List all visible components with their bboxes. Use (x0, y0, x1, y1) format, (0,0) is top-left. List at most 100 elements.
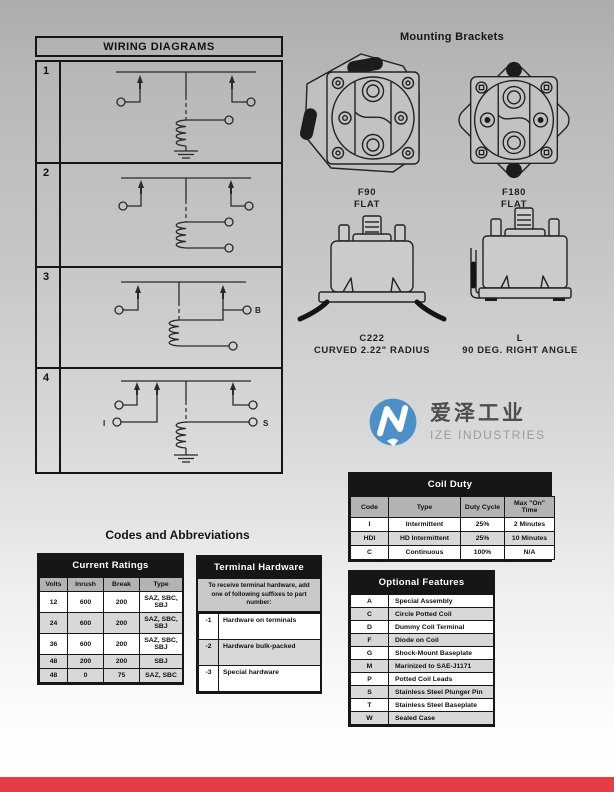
table-cell: 0 (67, 668, 104, 683)
bracket-label-c222: C222 CURVED 2.22" RADIUS (314, 333, 430, 358)
column-header: Inrush (67, 577, 104, 592)
wiring-diagrams-header: WIRING DIAGRAMS (35, 36, 283, 57)
column-header: Break (103, 577, 140, 592)
table-cell: Stainless Steel Plunger Pin (388, 685, 494, 699)
table-cell: N/A (504, 545, 555, 560)
table-cell: P (350, 672, 389, 686)
table-cell: Shock-Mount Baseplate (388, 646, 494, 660)
wiring-diagrams-table: 1 (35, 60, 283, 474)
table-cell: Special Assembly (388, 594, 494, 608)
table-cell: 200 (103, 591, 140, 613)
terminal-hardware-note: To receive terminal hardware, add one of… (198, 579, 320, 613)
table-cell: Special hardware (218, 664, 321, 692)
wiring-row-number: 3 (37, 268, 61, 367)
table-cell: -1 (198, 612, 219, 640)
current-ratings-title: Current Ratings (39, 555, 182, 577)
table-cell: 25% (460, 531, 505, 546)
l-bracket-drawing (470, 207, 572, 301)
table-cell: C (350, 607, 389, 621)
table-cell: Marinized to SAE-J1171 (388, 659, 494, 673)
column-header: Duty Cycle (460, 496, 505, 518)
table-cell: 200 (103, 654, 140, 669)
terminal-hardware-table: Terminal Hardware To receive terminal ha… (196, 555, 322, 694)
terminal-label-b: B (255, 306, 261, 315)
bracket-desc: 90 DEG. RIGHT ANGLE (462, 345, 578, 357)
mounting-brackets-title: Mounting Brackets (399, 31, 505, 43)
wiring-schematic-4: I S (61, 369, 283, 470)
bracket-figure-f180: F180 FLAT (448, 56, 580, 212)
coil-duty-title: Coil Duty (350, 474, 550, 496)
table-cell: 36 (39, 633, 68, 655)
table-cell: Diode on Coil (388, 633, 494, 647)
table-cell: SBJ (139, 654, 183, 669)
bracket-code: F90 (357, 187, 377, 198)
wiring-schematic-3: B (61, 268, 283, 365)
table-cell: Continuous (388, 545, 461, 560)
table-cell: Dummy Coil Terminal (388, 620, 494, 634)
table-cell: -2 (198, 638, 219, 666)
table-cell: 24 (39, 612, 68, 634)
wiring-row-number: 4 (37, 369, 61, 472)
table-cell: Sealed Case (388, 711, 494, 725)
f90-bracket-drawing (300, 53, 420, 173)
bracket-label-f90: F90 FLAT (354, 187, 380, 212)
optional-features-title: Optional Features (350, 572, 493, 594)
wiring-row-2: 2 (37, 162, 281, 266)
table-cell: -3 (198, 664, 219, 692)
table-cell: S (350, 685, 389, 699)
wiring-diagrams-title: WIRING DIAGRAMS (103, 40, 215, 53)
table-cell: 600 (67, 612, 104, 634)
table-cell: HD Intermittent (388, 531, 461, 546)
ize-name-en: IZE INDUSTRIES (430, 427, 546, 442)
table-cell: 100% (460, 545, 505, 560)
terminal-label-i: I (103, 419, 105, 428)
table-cell: M (350, 659, 389, 673)
wiring-row-number: 1 (37, 62, 61, 162)
column-header: Volts (39, 577, 68, 592)
table-cell: Hardware on terminals (218, 612, 321, 640)
bracket-code: L (516, 333, 524, 344)
table-cell: I (350, 517, 389, 532)
table-cell: G (350, 646, 389, 660)
bracket-figure-l: L 90 DEG. RIGHT ANGLE (444, 206, 596, 358)
bracket-figure-f90: F90 FLAT (296, 50, 438, 212)
wiring-schematic-2 (61, 164, 283, 264)
table-cell: 25% (460, 517, 505, 532)
column-header: Max "On" Time (504, 496, 555, 518)
table-cell: 48 (39, 668, 68, 683)
bracket-desc: FLAT (501, 199, 527, 211)
column-header: Code (350, 496, 389, 518)
footer-red-bar (0, 777, 614, 792)
table-cell: C (350, 545, 389, 560)
column-header: Type (139, 577, 183, 592)
table-cell: 75 (103, 668, 140, 683)
c222-bracket-drawing (297, 215, 447, 322)
bracket-desc: FLAT (354, 199, 380, 211)
table-cell: Circle Potted Coil (388, 607, 494, 621)
table-cell: 200 (67, 654, 104, 669)
table-cell: SAZ, SBC, SBJ (139, 633, 183, 655)
table-cell: SAZ, SBC (139, 668, 183, 683)
table-cell: T (350, 698, 389, 712)
bracket-figure-c222: C222 CURVED 2.22" RADIUS (296, 212, 448, 358)
bracket-desc: CURVED 2.22" RADIUS (313, 345, 431, 357)
